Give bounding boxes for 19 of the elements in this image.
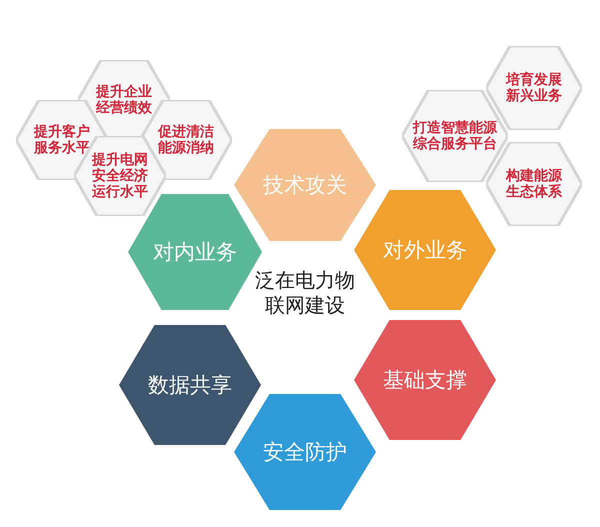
tile-label: 构建能源生态体系 bbox=[505, 168, 563, 200]
tile-label: 对外业务 bbox=[383, 238, 467, 262]
hexagon-tile bbox=[354, 320, 496, 440]
hexagon-tile bbox=[234, 394, 376, 510]
tile-label: 基础支撑 bbox=[383, 368, 467, 392]
tile-label: 提升电网安全经济运行水平 bbox=[91, 152, 149, 200]
tile-label: 提升客户服务水平 bbox=[33, 124, 91, 156]
tile-label: 打造智慧能源综合服务平台 bbox=[412, 120, 498, 152]
tile-label: 提升企业经营绩效 bbox=[95, 84, 153, 116]
hexagon-tile bbox=[119, 325, 261, 445]
tile-label: 对内业务 bbox=[153, 240, 237, 264]
tile-label: 数据共享 bbox=[148, 373, 232, 397]
tile-label: 技术攻关 bbox=[263, 173, 347, 197]
hexagon-tile bbox=[234, 129, 376, 241]
tile-label: 培育发展新兴业务 bbox=[505, 72, 563, 104]
hexagon-tile bbox=[354, 190, 496, 310]
tile-label: 促进清洁能源消纳 bbox=[157, 124, 215, 156]
tile-label: 安全防护 bbox=[263, 440, 347, 464]
center-title: 泛在电力物联网建设 bbox=[255, 268, 355, 318]
